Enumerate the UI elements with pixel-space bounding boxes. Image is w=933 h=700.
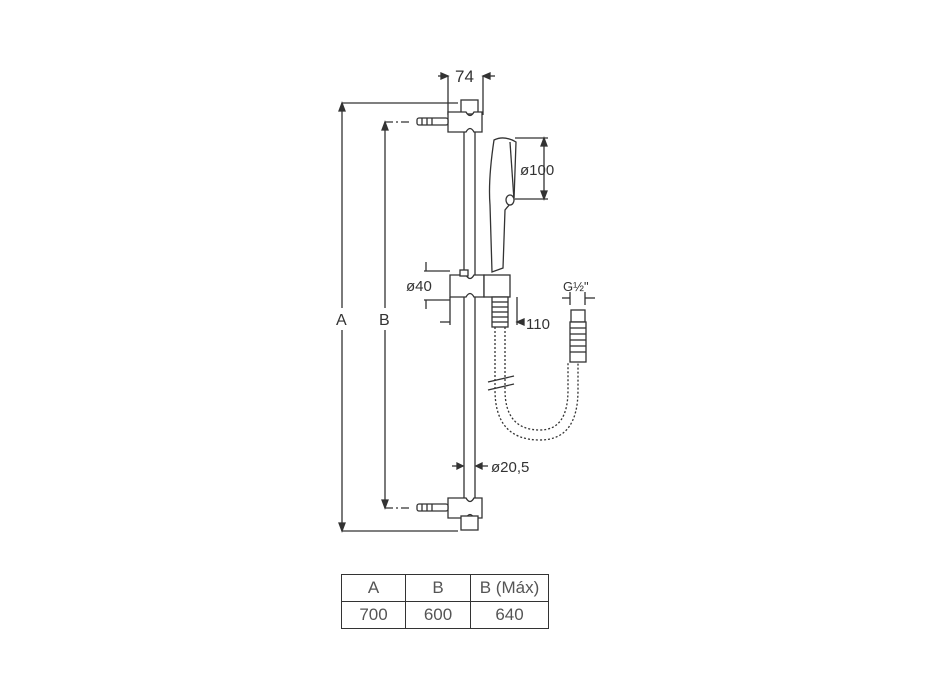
dim-thread-label: G½" (563, 279, 589, 294)
table-header-B: B (405, 574, 471, 602)
table-header-row: A B B (Máx) (341, 574, 549, 602)
shower-rail-drawing: 74 ø100 ø40 110 G½" ø20,5 A B (336, 67, 595, 533)
table-cell-B: 600 (405, 601, 471, 629)
table-row: 700 600 640 (341, 601, 549, 629)
dim-handshower-diameter-label: ø100 (520, 162, 554, 179)
dim-bar-diameter-label: ø20,5 (491, 459, 529, 476)
dimensions-table: A B B (Máx) 700 600 640 (341, 574, 549, 629)
dim-B-label: B (379, 312, 390, 329)
table-header-A: A (341, 574, 406, 602)
dim-hose-connection-label: 110 (526, 316, 550, 333)
dim-slider-diameter-label: ø40 (406, 278, 432, 295)
table-cell-B-max: 640 (470, 601, 549, 629)
table-cell-A: 700 (341, 601, 406, 629)
table-header-B-max: B (Máx) (470, 574, 549, 602)
dim-74-label: 74 (455, 67, 474, 86)
dim-A-label: A (336, 312, 347, 329)
